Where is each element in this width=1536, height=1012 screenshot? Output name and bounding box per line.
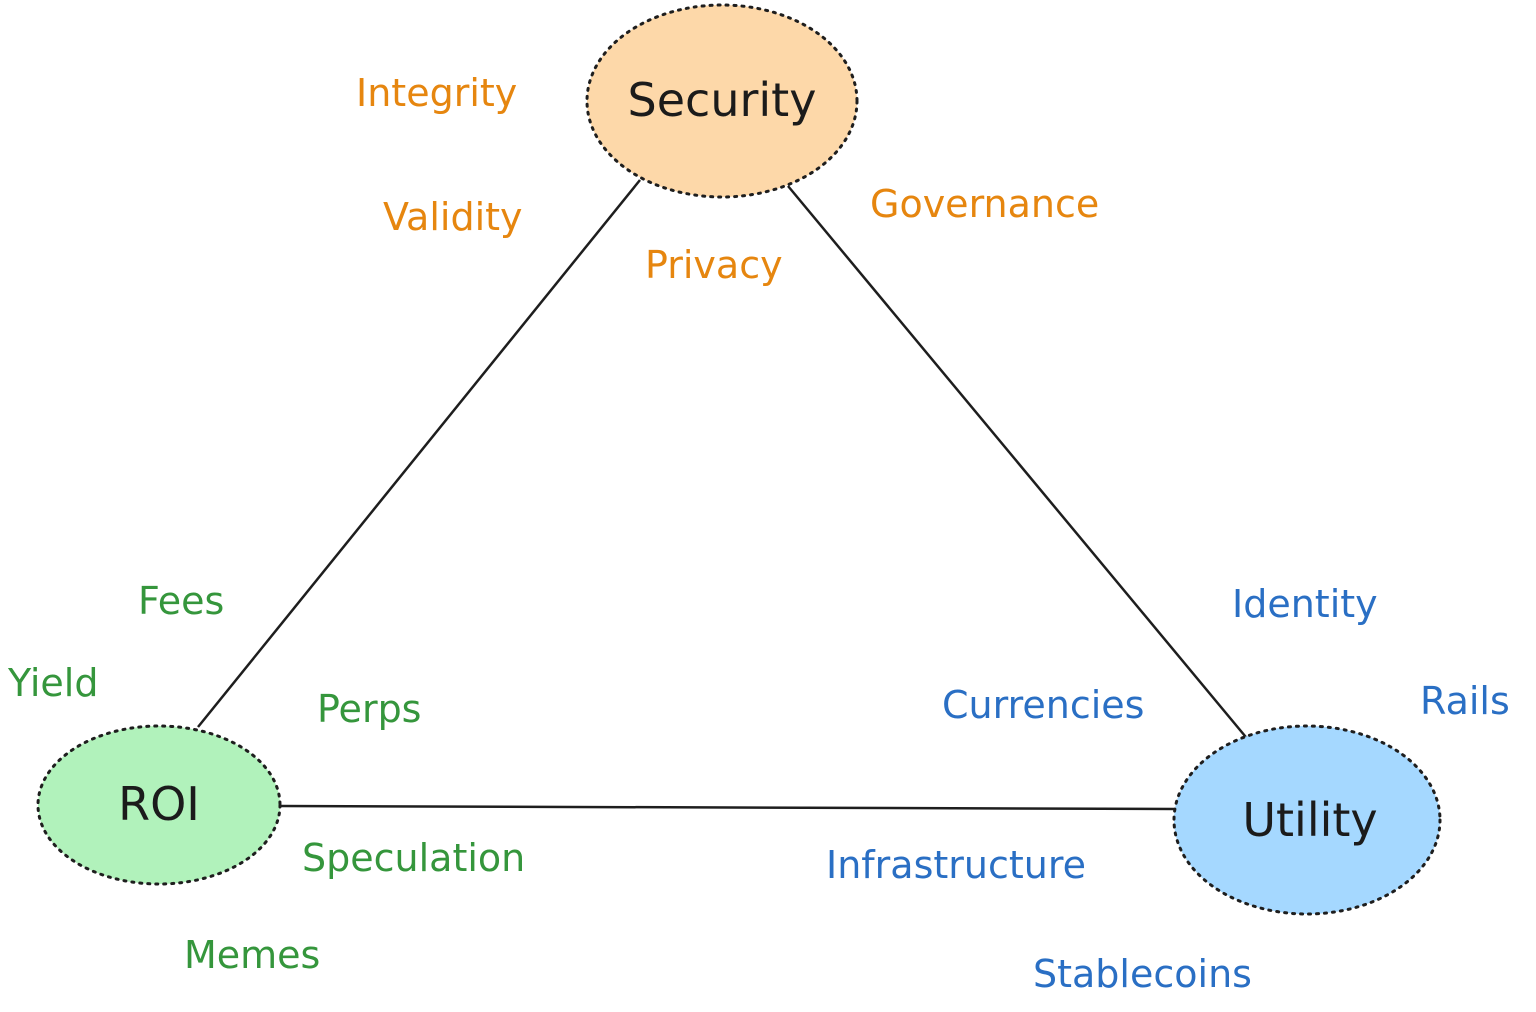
edge-security-roi bbox=[197, 179, 641, 728]
edge-security-utility bbox=[787, 185, 1251, 743]
term-perps: Perps bbox=[317, 687, 421, 731]
term-yield: Yield bbox=[7, 661, 98, 705]
roi-node-shape bbox=[36, 724, 282, 886]
roi-node-label: ROI bbox=[118, 777, 200, 831]
term-rails: Rails bbox=[1420, 679, 1510, 723]
utility-node[interactable]: Utility bbox=[1172, 724, 1442, 916]
term-identity: Identity bbox=[1232, 582, 1378, 626]
term-privacy: Privacy bbox=[645, 243, 783, 287]
term-memes: Memes bbox=[184, 933, 320, 977]
utility-node-shape bbox=[1172, 724, 1442, 916]
term-speculation: Speculation bbox=[302, 836, 525, 880]
term-currencies: Currencies bbox=[942, 683, 1144, 727]
security-node-shape bbox=[585, 3, 859, 199]
term-infrastructure: Infrastructure bbox=[826, 843, 1086, 887]
security-node[interactable]: Security bbox=[585, 3, 859, 199]
edge-roi-utility bbox=[280, 804, 1177, 811]
roi-node[interactable]: ROI bbox=[36, 724, 282, 886]
term-stablecoins: Stablecoins bbox=[1033, 952, 1252, 996]
term-governance: Governance bbox=[870, 182, 1099, 226]
term-integrity: Integrity bbox=[356, 71, 517, 115]
security-node-label: Security bbox=[628, 73, 817, 127]
term-fees: Fees bbox=[138, 579, 224, 623]
utility-node-label: Utility bbox=[1242, 793, 1377, 847]
term-validity: Validity bbox=[383, 195, 523, 239]
